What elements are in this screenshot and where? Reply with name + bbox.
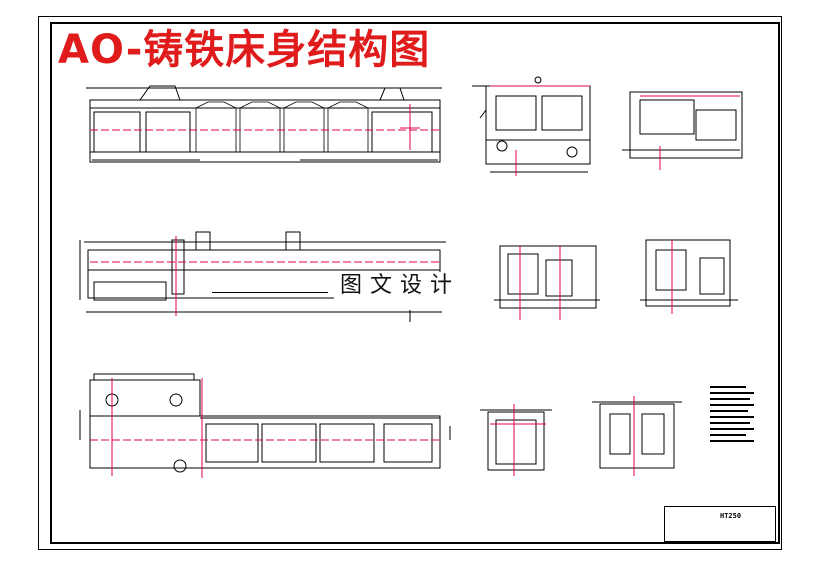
drawing-title: AO-铸铁床身结构图 <box>58 27 431 73</box>
view-bottom-plan <box>79 373 451 473</box>
view-front-elevation <box>86 85 442 163</box>
view-section-a <box>472 76 591 173</box>
view-section-d <box>640 239 738 307</box>
technical-notes <box>710 386 754 442</box>
title-block <box>664 506 776 542</box>
view-section-e <box>480 409 552 471</box>
sheet-frame <box>50 22 780 544</box>
title-block-material: HT250 <box>720 512 742 520</box>
view-section-c <box>494 245 600 309</box>
sheet-outer-border <box>38 16 782 550</box>
view-section-b <box>622 91 743 159</box>
centerlines <box>90 85 740 478</box>
view-section-f <box>592 401 682 469</box>
leader-line <box>212 292 328 293</box>
watermark-text: 图文设计 <box>334 272 490 300</box>
